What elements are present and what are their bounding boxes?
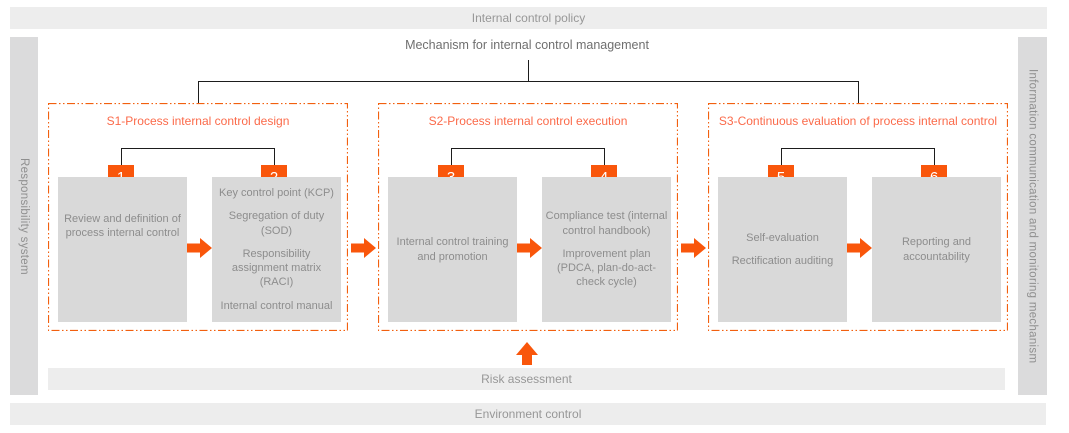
bracket-line — [781, 148, 782, 166]
step-item: Improvement plan (PDCA, plan-do-act-chec… — [556, 247, 657, 289]
step-item: Self-evaluation — [746, 231, 819, 244]
step-box-2: Key control point (KCP) Segregation of d… — [212, 177, 341, 322]
section-s3-title: S3-Continuous evaluation of process inte… — [718, 114, 998, 128]
section-s1-title: S1-Process internal control design — [106, 114, 290, 128]
section-s1: S1-Process internal control design 1 2 R… — [48, 103, 348, 331]
connector-stem-line — [528, 60, 529, 81]
arrow-right-icon — [517, 238, 542, 258]
dashed-border — [48, 103, 348, 331]
arrow-right-icon — [187, 238, 212, 258]
step-box-1: Review and definition of process interna… — [58, 177, 187, 322]
bracket-line — [451, 148, 452, 166]
risk-assessment-label: Risk assessment — [481, 372, 572, 386]
arrow-right-icon — [847, 238, 872, 258]
step-item: Reporting and accountability — [901, 236, 972, 263]
section-s2: S2-Process internal control execution 3 … — [378, 103, 678, 331]
connector-horizontal-line — [198, 81, 859, 82]
environment-control-label: Environment control — [474, 407, 582, 421]
bracket-line — [274, 148, 275, 166]
internal-control-policy-bar: Internal control policy — [10, 7, 1047, 29]
arrow-up-icon — [516, 342, 538, 365]
connector-drop-right-line — [858, 81, 859, 104]
step-item: Internal control manual — [220, 299, 333, 312]
information-communication-rail: Information communication and monitoring… — [1018, 37, 1047, 395]
mechanism-label: Mechanism for internal control managemen… — [405, 38, 649, 52]
step-item: Review and definition of process interna… — [64, 212, 181, 239]
arrow-right-icon — [681, 238, 706, 258]
internal-control-policy-label: Internal control policy — [471, 11, 586, 25]
step-item: Responsibility assignment matrix (RACI) — [231, 247, 322, 289]
step-item: Internal control training and promotion — [396, 236, 509, 263]
section-s3: S3-Continuous evaluation of process inte… — [708, 103, 1008, 331]
step-item: Compliance test (internal control handbo… — [545, 210, 668, 237]
information-communication-label: Information communication and monitoring… — [1026, 68, 1039, 364]
risk-assessment-bar: Risk assessment — [48, 368, 1005, 390]
responsibility-system-rail: Responsibility system — [10, 37, 38, 395]
step-box-3: Internal control training and promotion — [388, 177, 517, 322]
bracket-line — [451, 148, 605, 149]
step-box-4: Compliance test (internal control handbo… — [542, 177, 671, 322]
section-s2-title: S2-Process internal control execution — [428, 114, 628, 128]
bracket-line — [121, 148, 122, 166]
bracket-line — [121, 148, 275, 149]
bracket-line — [934, 148, 935, 166]
step-box-6: Reporting and accountability — [872, 177, 1001, 322]
arrow-right-icon — [351, 238, 376, 258]
dashed-border — [708, 103, 1008, 331]
step-item: Rectification auditing — [731, 255, 834, 267]
dashed-border — [378, 103, 678, 331]
step-box-5: Self-evaluation Rectification auditing — [718, 177, 847, 322]
bracket-line — [604, 148, 605, 166]
step-item: Key control point (KCP) — [219, 186, 334, 199]
step-item: Segregation of duty (SOD) — [228, 210, 325, 237]
bracket-line — [781, 148, 935, 149]
responsibility-system-label: Responsibility system — [18, 157, 30, 275]
connector-drop-left-line — [198, 81, 199, 104]
environment-control-bar: Environment control — [10, 403, 1046, 425]
